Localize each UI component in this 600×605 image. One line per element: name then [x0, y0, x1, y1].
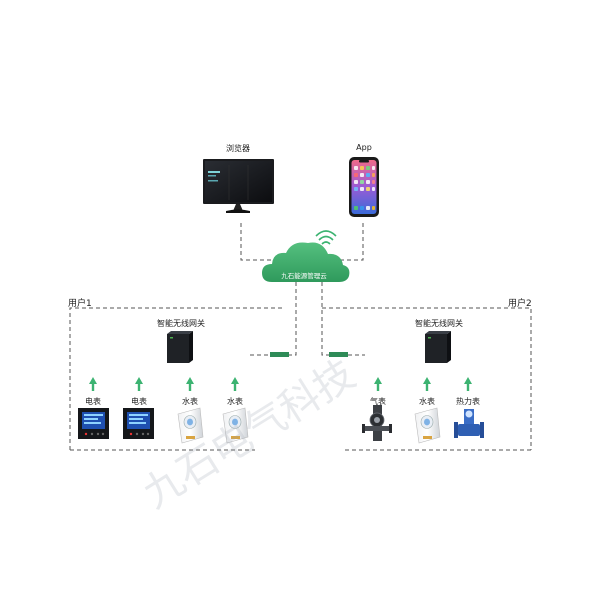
gas-meter-icon: [362, 405, 392, 441]
user2-label: 用户2: [508, 299, 532, 309]
connector-left-icon: [270, 352, 289, 357]
user1-label: 用户1: [68, 299, 92, 309]
arrow-up-icon: [186, 377, 194, 391]
cloud-drop-lines: [288, 282, 330, 356]
browser-monitor-icon: [203, 159, 274, 213]
device-label: 水表: [182, 397, 198, 406]
arrow-up-icon: [423, 377, 431, 391]
gateway-right-icon: [425, 331, 451, 363]
user2-boundary: [322, 307, 532, 451]
device-label: 热力表: [456, 397, 480, 406]
connector-right-icon: [329, 352, 348, 357]
electric-meter-icon: [123, 408, 154, 439]
cloud-label: 九石能源管理云: [281, 272, 327, 280]
user1-boundary: [69, 307, 283, 451]
arrow-up-icon: [374, 377, 382, 391]
water-meter-icon: [177, 407, 204, 444]
device-label: 水表: [227, 397, 243, 406]
electric-meter-icon: [78, 408, 109, 439]
app-label: App: [356, 143, 372, 152]
arrow-up-icon: [89, 377, 97, 391]
gateway-left-label: 智能无线网关: [157, 319, 205, 328]
gateway-left-icon: [167, 331, 193, 363]
heat-meter-icon: [454, 409, 484, 438]
top-connection-lines: [240, 223, 364, 261]
device-label: 气表: [370, 397, 386, 406]
gateway-right-label: 智能无线网关: [415, 319, 463, 328]
water-meter-icon: [414, 407, 441, 444]
arrow-up-icon: [464, 377, 472, 391]
arrow-up-icon: [231, 377, 239, 391]
browser-label: 浏览器: [226, 144, 250, 153]
device-label: 电表: [85, 397, 101, 406]
device-label: 水表: [419, 397, 435, 406]
wireless-signal-icon: [315, 230, 337, 245]
device-label: 电表: [131, 397, 147, 406]
uplink-arrows: [89, 377, 472, 391]
cloud-icon: [262, 242, 350, 282]
water-meter-icon: [222, 407, 249, 444]
arrow-up-icon: [135, 377, 143, 391]
app-phone-icon: [349, 157, 379, 217]
